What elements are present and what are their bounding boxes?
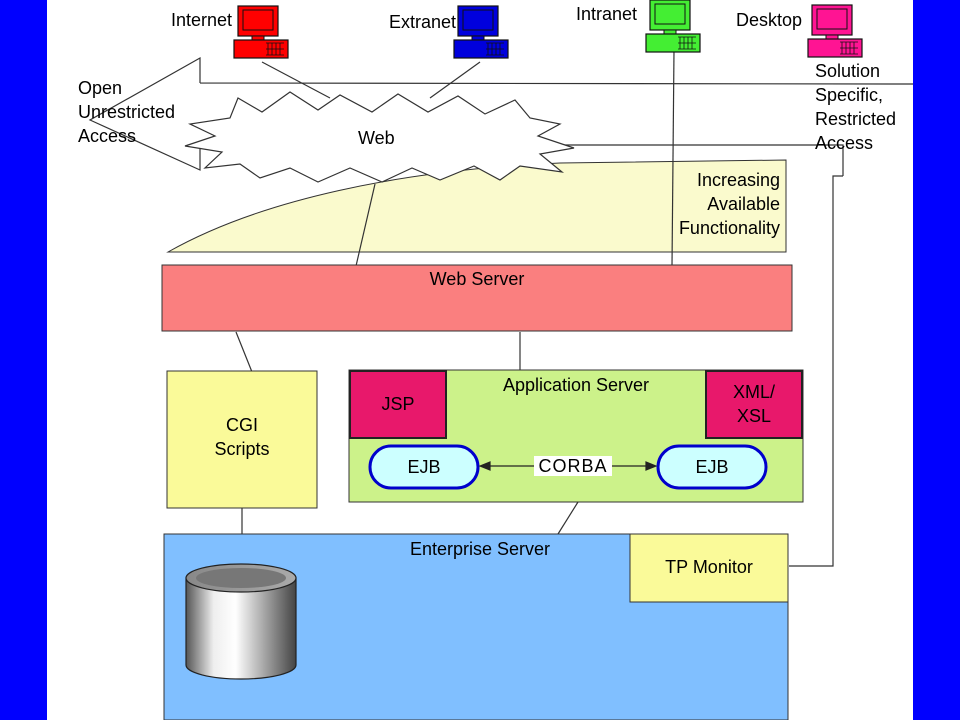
functionality-line: Available	[707, 194, 780, 214]
restricted-access-line: Solution	[815, 61, 881, 81]
open-access-label: Open Unrestricted Access	[78, 76, 175, 148]
connector-lines	[235, 49, 843, 567]
ejb-right-label: EJB	[695, 457, 729, 477]
ejb-right-pill	[656, 444, 768, 490]
xml-line: XSL	[736, 406, 772, 426]
tp-monitor-box	[629, 533, 789, 603]
open-access-line: Unrestricted	[78, 102, 176, 122]
intranet-computer-icon	[645, 0, 701, 53]
extranet-computer-icon	[453, 5, 509, 59]
desktop-computer-icon	[807, 4, 863, 58]
web-server-box	[161, 264, 793, 332]
jsp-label: JSP	[381, 394, 415, 414]
corba-label: CORBA	[538, 456, 608, 476]
ejb-left-pill	[368, 444, 480, 490]
corba-label-bg	[534, 456, 612, 476]
internet-computer-icon	[233, 5, 289, 59]
open-access-arrow	[88, 56, 914, 176]
restricted-access-line: Specific,	[815, 85, 884, 105]
cgi-line: CGI	[225, 415, 258, 435]
corba-arrow	[478, 461, 658, 471]
database-cylinder-icon	[185, 563, 297, 680]
desktop-label: Desktop	[736, 10, 803, 30]
jsp-box	[349, 370, 447, 439]
functionality-label: Increasing Available Functionality	[640, 168, 780, 240]
internet-label: Internet	[171, 10, 233, 30]
cgi-line: Scripts	[214, 439, 270, 459]
web-cloud	[184, 91, 575, 183]
extranet-label: Extranet	[389, 12, 457, 32]
intranet-label: Intranet	[576, 4, 638, 24]
tp-monitor-label: TP Monitor	[665, 557, 753, 577]
restricted-access-label: Solution Specific, Restricted Access	[815, 59, 896, 155]
cgi-scripts-box	[166, 370, 318, 509]
restricted-access-line: Restricted	[815, 109, 897, 129]
web-server-title: Web Server	[429, 269, 525, 289]
open-access-line: Open	[78, 78, 123, 98]
application-server-title: Application Server	[502, 375, 650, 395]
ejb-left-label: EJB	[407, 457, 441, 477]
enterprise-server-title: Enterprise Server	[409, 539, 551, 559]
cgi-scripts-label: CGI Scripts	[167, 413, 317, 461]
functionality-line: Increasing	[696, 170, 780, 190]
xml-xsl-label: XML/ XSL	[706, 380, 802, 428]
restricted-access-line: Access	[815, 133, 874, 153]
functionality-line: Functionality	[678, 218, 780, 238]
open-access-line: Access	[78, 126, 137, 146]
web-label: Web	[358, 128, 395, 148]
xml-xsl-box	[705, 370, 803, 439]
xml-line: XML/	[732, 382, 775, 402]
